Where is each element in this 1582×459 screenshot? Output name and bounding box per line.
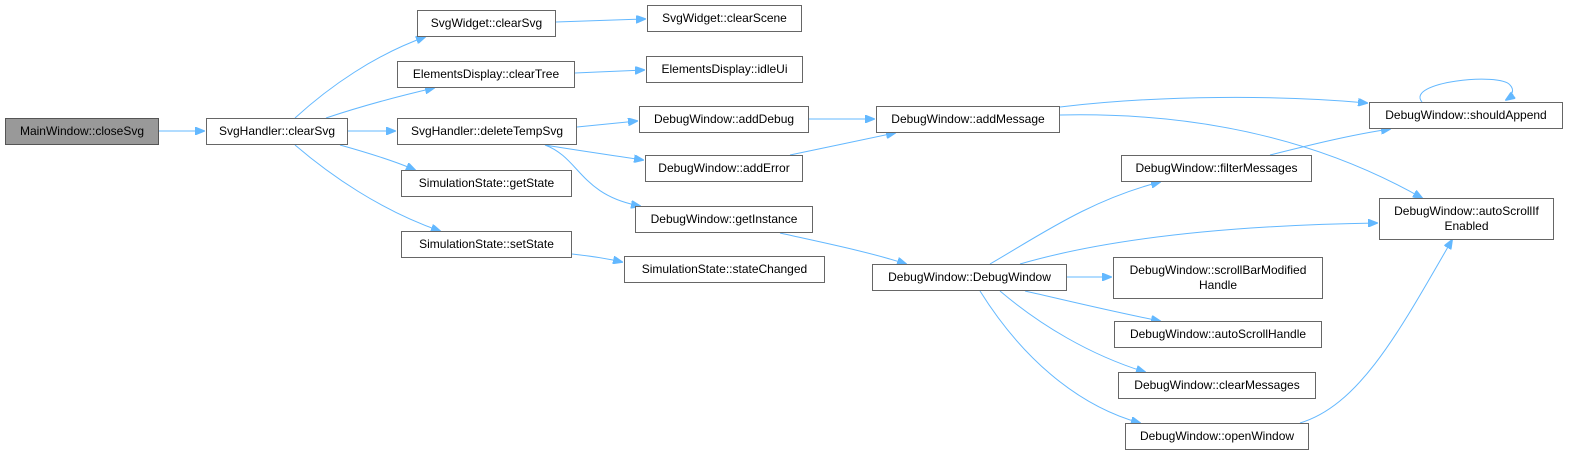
node-debugwindow-shouldappend[interactable]: DebugWindow::shouldAppend bbox=[1369, 102, 1563, 129]
node-label-line: DebugWindow::addDebug bbox=[653, 112, 795, 126]
node-label-line: DebugWindow::shouldAppend bbox=[1385, 108, 1547, 122]
node-label-line: DebugWindow::filterMessages bbox=[1135, 161, 1298, 175]
edge-debugwindow-debugwindow-to-debugwindow-openwindow bbox=[979, 290, 1140, 423]
node-debugwindow-addmessage[interactable]: DebugWindow::addMessage bbox=[876, 106, 1060, 133]
node-elementsdisplay-idleui[interactable]: ElementsDisplay::idleUi bbox=[646, 56, 803, 83]
node-simulationstate-setstate[interactable]: SimulationState::setState bbox=[401, 231, 572, 258]
node-label-line: DebugWindow::openWindow bbox=[1139, 429, 1295, 443]
edge-debugwindow-debugwindow-to-debugwindow-autoscrollhandle bbox=[1024, 290, 1160, 321]
node-svghandler-deletetempsvg[interactable]: SvgHandler::deleteTempSvg bbox=[397, 118, 577, 145]
edge-svghandler-deletetempsvg-to-debugwindow-adddebug bbox=[576, 121, 637, 128]
edge-svghandler-clearsvg-to-simulationstate-getstate bbox=[339, 144, 415, 170]
node-svgwidget-clearscene[interactable]: SvgWidget::clearScene bbox=[647, 5, 802, 32]
node-simulationstate-getstate[interactable]: SimulationState::getState bbox=[401, 170, 572, 197]
edge-debugwindow-shouldappend-to-debugwindow-shouldappend bbox=[1419, 78, 1513, 103]
node-svgwidget-clearsvg[interactable]: SvgWidget::clearSvg bbox=[417, 10, 556, 37]
node-debugwindow-clearmessages[interactable]: DebugWindow::clearMessages bbox=[1118, 372, 1316, 399]
node-debugwindow-filtermessages[interactable]: DebugWindow::filterMessages bbox=[1121, 155, 1312, 182]
node-debugwindow-getinstance[interactable]: DebugWindow::getInstance bbox=[635, 206, 813, 233]
node-label-line: MainWindow::closeSvg bbox=[19, 124, 145, 138]
edge-debugwindow-addmessage-to-debugwindow-shouldappend bbox=[1059, 96, 1367, 108]
edge-debugwindow-adderror-to-debugwindow-addmessage bbox=[789, 133, 895, 156]
node-svghandler-clearsvg[interactable]: SvgHandler::clearSvg bbox=[206, 118, 348, 145]
edge-debugwindow-openwindow-to-debugwindow-autoscrollifenabled bbox=[1299, 240, 1452, 424]
edge-debugwindow-addmessage-to-debugwindow-autoscrollifenabled bbox=[1059, 114, 1422, 198]
node-label-line: DebugWindow::addMessage bbox=[891, 112, 1045, 126]
node-label-line: SimulationState::setState bbox=[419, 237, 554, 251]
node-debugwindow-autoscrollhandle[interactable]: DebugWindow::autoScrollHandle bbox=[1114, 321, 1322, 348]
node-mainwindow-closesvg[interactable]: MainWindow::closeSvg bbox=[5, 118, 159, 145]
node-debugwindow-openwindow[interactable]: DebugWindow::openWindow bbox=[1125, 423, 1309, 450]
node-label-line: SvgWidget::clearScene bbox=[662, 11, 787, 25]
node-label-line: ElementsDisplay::idleUi bbox=[661, 62, 788, 76]
node-label-line: DebugWindow::addError bbox=[658, 161, 790, 175]
node-label-line: SvgHandler::deleteTempSvg bbox=[410, 124, 564, 138]
node-elementsdisplay-cleartree[interactable]: ElementsDisplay::clearTree bbox=[397, 61, 575, 88]
node-label-line: DebugWindow::scrollBarModified bbox=[1129, 263, 1307, 277]
edge-svghandler-deletetempsvg-to-debugwindow-adderror bbox=[544, 144, 643, 160]
node-debugwindow-adderror[interactable]: DebugWindow::addError bbox=[645, 155, 803, 182]
node-label-line: DebugWindow::DebugWindow bbox=[888, 270, 1051, 284]
node-label-line: DebugWindow::getInstance bbox=[650, 212, 798, 226]
edge-debugwindow-debugwindow-to-debugwindow-clearmessages bbox=[999, 290, 1145, 372]
node-debugwindow-debugwindow[interactable]: DebugWindow::DebugWindow bbox=[872, 264, 1067, 291]
node-label-line: DebugWindow::autoScrollHandle bbox=[1129, 327, 1307, 341]
edge-svghandler-clearsvg-to-elementsdisplay-cleartree bbox=[325, 88, 434, 119]
edge-debugwindow-filtermessages-to-debugwindow-shouldappend bbox=[1269, 129, 1390, 156]
node-label-line: DebugWindow::clearMessages bbox=[1134, 378, 1300, 392]
node-label-line: SvgWidget::clearSvg bbox=[430, 16, 543, 30]
edge-svgwidget-clearsvg-to-svgwidget-clearscene bbox=[555, 19, 645, 22]
node-label-line: ElementsDisplay::clearTree bbox=[412, 67, 560, 81]
node-debugwindow-adddebug[interactable]: DebugWindow::addDebug bbox=[639, 106, 809, 133]
edge-simulationstate-setstate-to-simulationstate-statechanged bbox=[571, 253, 622, 262]
node-label-line: DebugWindow::autoScrollIf bbox=[1394, 204, 1539, 218]
node-simulationstate-statechanged[interactable]: SimulationState::stateChanged bbox=[624, 256, 825, 283]
edge-debugwindow-debugwindow-to-debugwindow-filtermessages bbox=[989, 182, 1160, 265]
edge-elementsdisplay-cleartree-to-elementsdisplay-idleui bbox=[574, 70, 644, 73]
node-label-line: Enabled bbox=[1444, 219, 1489, 233]
edge-svghandler-clearsvg-to-svgwidget-clearsvg bbox=[294, 37, 425, 119]
node-label-line: SimulationState::stateChanged bbox=[641, 262, 808, 276]
edge-debugwindow-debugwindow-to-debugwindow-autoscrollifenabled bbox=[1019, 223, 1377, 265]
node-label-line: SvgHandler::clearSvg bbox=[218, 124, 336, 138]
edge-svghandler-clearsvg-to-simulationstate-setstate bbox=[294, 144, 440, 231]
node-label-line: SimulationState::getState bbox=[418, 176, 555, 190]
node-label-line: Handle bbox=[1198, 278, 1238, 292]
edge-debugwindow-getinstance-to-debugwindow-debugwindow bbox=[779, 232, 906, 264]
edge-svghandler-deletetempsvg-to-debugwindow-getinstance bbox=[544, 144, 640, 206]
